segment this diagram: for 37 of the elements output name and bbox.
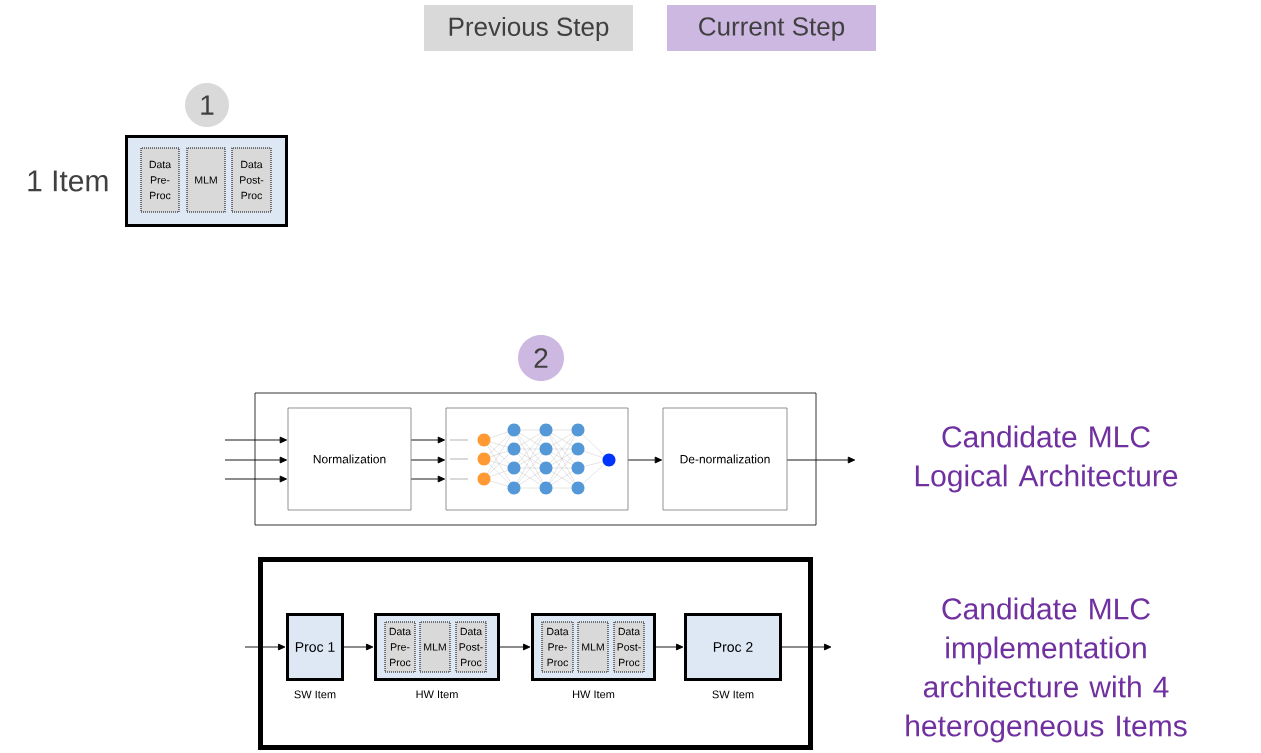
- component-box: Data Post-Proc: [231, 147, 272, 213]
- item-type-label: HW Item: [573, 690, 615, 699]
- item-type-label: HW Item: [416, 690, 458, 699]
- arrow: [410, 456, 446, 464]
- item-type-label: SW Item: [712, 690, 754, 699]
- block-box: Normalization: [287, 407, 412, 511]
- component-box: Data Pre-Proc: [384, 621, 416, 673]
- component-box: Data Pre-Proc: [140, 147, 180, 213]
- arrow: [627, 456, 663, 464]
- item-type-label: SW Item: [294, 690, 336, 699]
- arrow: [781, 643, 832, 651]
- arrow: [410, 475, 446, 483]
- block-box: De-normalization: [662, 407, 788, 511]
- arrow: [244, 643, 286, 651]
- arrow: [410, 436, 446, 444]
- arrow: [343, 643, 374, 651]
- item-box: Proc 1: [286, 613, 344, 681]
- arrow: [786, 456, 856, 464]
- component-box: Data Post-Proc: [455, 621, 487, 673]
- architecture-title: Candidate MLC Logical Architecture: [915, 425, 1178, 493]
- arrow: [224, 456, 288, 464]
- legend-item: Current Step: [667, 5, 876, 51]
- component-box: MLM: [186, 147, 226, 213]
- architecture-frame: [254, 392, 817, 526]
- arrow: [499, 643, 531, 651]
- arrow: [224, 436, 288, 444]
- arrow: [224, 475, 288, 483]
- component-box: MLM: [577, 621, 609, 673]
- legend-item: Previous Step: [424, 5, 633, 51]
- component-box: Data Post-Proc: [613, 621, 645, 673]
- item-label: 1 Item: [28, 170, 108, 192]
- component-box: Data Pre-Proc: [541, 621, 574, 673]
- architecture-title: Candidate MLC implementation architecture with 4 heterogeneous Items: [906, 597, 1187, 743]
- arrow: [655, 643, 684, 651]
- component-box: MLM: [419, 621, 451, 673]
- item-box: Proc 2: [684, 613, 782, 681]
- architecture-frame: [258, 557, 813, 750]
